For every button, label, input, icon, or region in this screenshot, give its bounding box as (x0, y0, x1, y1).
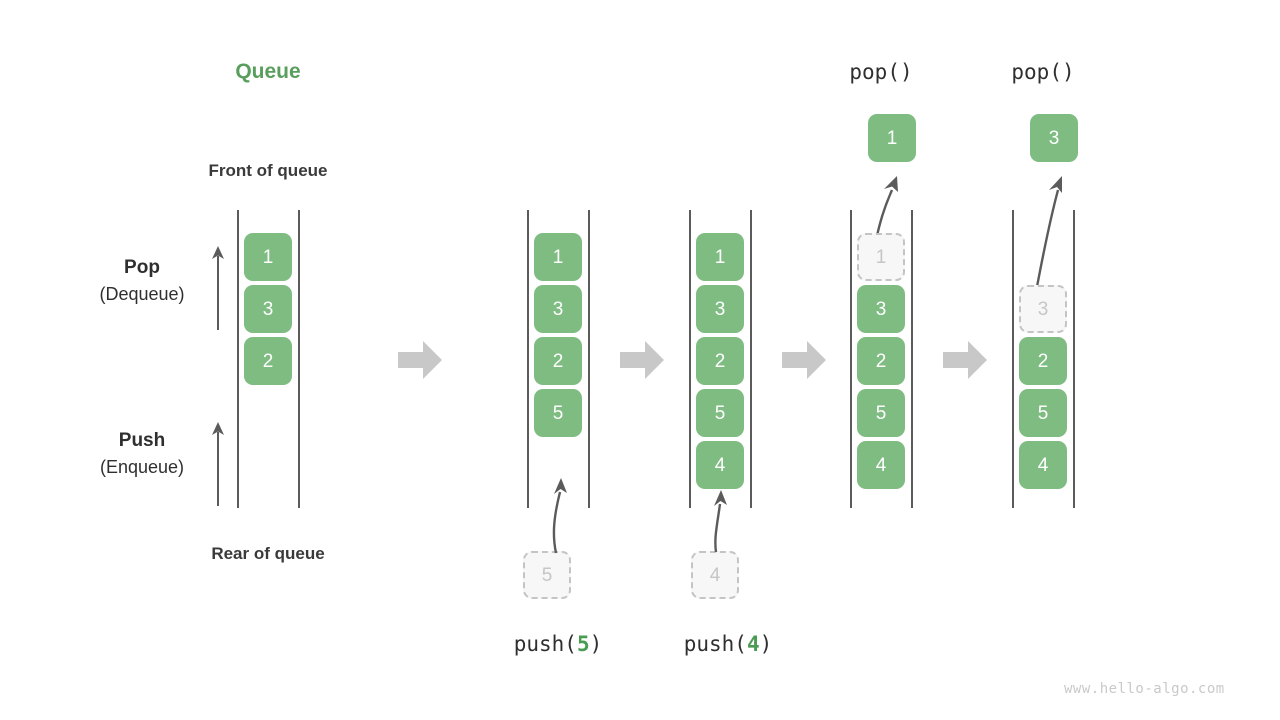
page-title: Queue (235, 60, 301, 83)
step-arrow-icon (398, 341, 442, 379)
step-arrow-icon (620, 341, 664, 379)
pop-label-alt: (Dequeue) (99, 284, 185, 304)
queue-cell: 1 (696, 233, 744, 281)
pop-operation-label: pop() (849, 60, 913, 84)
push-arrow-icon (698, 482, 748, 554)
queue-cell: 5 (857, 389, 905, 437)
pop-direction-arrow-icon (208, 244, 228, 330)
queue-cell-vacated: 1 (857, 233, 905, 281)
queue-cell: 5 (696, 389, 744, 437)
front-of-queue-label: Front of queue (208, 161, 328, 180)
queue-rail-left (527, 210, 529, 508)
queue-rail-right (750, 210, 752, 508)
queue-rail-right (298, 210, 300, 508)
queue-cell: 1 (534, 233, 582, 281)
queue-cell: 3 (696, 285, 744, 333)
queue-cell: 3 (857, 285, 905, 333)
queue-cell: 5 (534, 389, 582, 437)
queue-cell: 3 (534, 285, 582, 333)
push-label-title: Push (118, 430, 166, 451)
queue-cell: 4 (857, 441, 905, 489)
push-4-caption-arg: 4 (746, 632, 760, 656)
push-5-caption-suffix: ) (589, 632, 603, 656)
watermark: www.hello-algo.com (1064, 681, 1225, 697)
step-arrow-icon (782, 341, 826, 379)
queue-rail-right (1073, 210, 1075, 508)
queue-rail-left (850, 210, 852, 508)
queue-rail-left (1012, 210, 1014, 508)
pop-label-title: Pop (124, 257, 160, 278)
queue-cell: 5 (1019, 389, 1067, 437)
queue-cell: 2 (244, 337, 292, 385)
push-direction-arrow-icon (208, 420, 228, 506)
queue-cell-vacated: 3 (1019, 285, 1067, 333)
push-label-alt: (Enqueue) (99, 457, 185, 477)
incoming-element-ghost: 5 (523, 551, 571, 599)
queue-cell: 4 (696, 441, 744, 489)
pop-label: Pop (Dequeue) (62, 255, 222, 307)
queue-cell: 4 (1019, 441, 1067, 489)
pop-operation-label: pop() (1011, 60, 1075, 84)
queue-cell: 2 (857, 337, 905, 385)
push-4-caption-prefix: push( (683, 632, 747, 656)
queue-rail-left (689, 210, 691, 508)
queue-cell: 2 (696, 337, 744, 385)
queue-cell: 1 (244, 233, 292, 281)
popped-element: 3 (1030, 114, 1078, 162)
pop-arrow-icon (860, 168, 916, 242)
pop-arrow-icon (1022, 168, 1078, 294)
push-5-caption-arg: 5 (576, 632, 590, 656)
push-arrow-icon (530, 430, 590, 555)
queue-cell: 3 (244, 285, 292, 333)
push-label: Push (Enqueue) (62, 428, 222, 480)
queue-rail-right (588, 210, 590, 508)
incoming-element-ghost: 4 (691, 551, 739, 599)
push-4-caption-suffix: ) (759, 632, 773, 656)
push-4-caption: push(4) (653, 632, 803, 656)
queue-cell: 2 (534, 337, 582, 385)
push-5-caption-prefix: push( (513, 632, 577, 656)
queue-cell: 2 (1019, 337, 1067, 385)
push-5-caption: push(5) (483, 632, 633, 656)
step-arrow-icon (943, 341, 987, 379)
queue-rail-right (911, 210, 913, 508)
popped-element: 1 (868, 114, 916, 162)
queue-rail-left (237, 210, 239, 508)
rear-of-queue-label: Rear of queue (211, 544, 325, 563)
